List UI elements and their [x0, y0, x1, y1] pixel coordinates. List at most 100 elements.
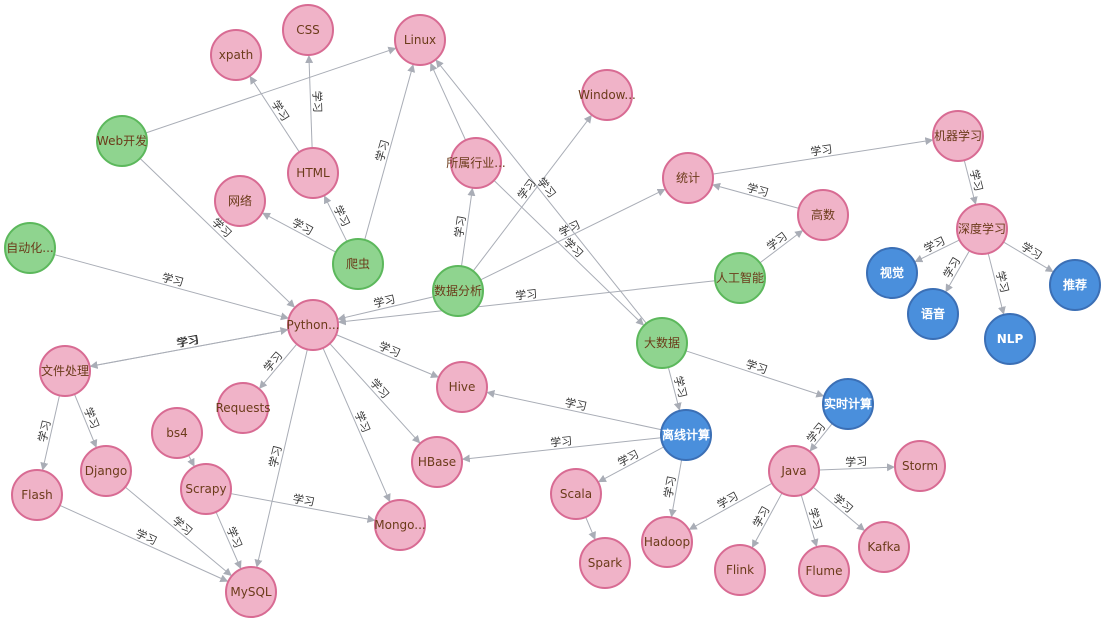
- node-css[interactable]: CSS: [282, 4, 334, 56]
- node-circle[interactable]: [282, 4, 334, 56]
- node-rec[interactable]: 推荐: [1049, 259, 1101, 311]
- edge-label: 学习: [514, 176, 538, 202]
- node-label: 爬虫: [346, 257, 370, 271]
- node-circle[interactable]: [768, 445, 820, 497]
- node-flume[interactable]: Flume: [798, 545, 850, 597]
- node-auto[interactable]: 自动化...: [4, 222, 56, 274]
- node-windows[interactable]: Window...: [578, 69, 636, 121]
- node-circle[interactable]: [932, 110, 984, 162]
- node-circle[interactable]: [210, 29, 262, 81]
- node-label: 深度学习: [958, 221, 1006, 236]
- node-industry[interactable]: 所属行业...: [446, 137, 506, 189]
- node-speech[interactable]: 语音: [907, 288, 959, 340]
- node-circle[interactable]: [550, 468, 602, 520]
- node-circle[interactable]: [894, 440, 946, 492]
- node-circle[interactable]: [217, 382, 269, 434]
- node-mysql[interactable]: MySQL: [225, 566, 277, 618]
- node-circle[interactable]: [411, 436, 463, 488]
- node-circle[interactable]: [432, 265, 484, 317]
- node-circle[interactable]: [984, 313, 1036, 365]
- node-da[interactable]: 数据分析: [432, 265, 484, 317]
- node-label: xpath: [219, 48, 253, 62]
- node-circle[interactable]: [96, 115, 148, 167]
- node-label: 离线计算: [662, 427, 710, 442]
- node-hbase[interactable]: HBase: [411, 436, 463, 488]
- node-circle[interactable]: [579, 537, 631, 589]
- edge-web-linux: [145, 46, 397, 134]
- node-circle[interactable]: [287, 147, 339, 199]
- node-bigdata[interactable]: 大数据: [636, 317, 688, 369]
- node-python[interactable]: Python...: [286, 299, 340, 351]
- node-circle[interactable]: [80, 445, 132, 497]
- node-offline[interactable]: 离线计算: [660, 409, 712, 461]
- node-circle[interactable]: [866, 247, 918, 299]
- node-html[interactable]: HTML: [287, 147, 339, 199]
- node-circle[interactable]: [1049, 259, 1101, 311]
- node-ml[interactable]: 机器学习: [932, 110, 984, 162]
- node-scrapy[interactable]: Scrapy: [180, 463, 232, 515]
- node-circle[interactable]: [11, 469, 63, 521]
- node-circle[interactable]: [151, 407, 203, 459]
- node-circle[interactable]: [39, 345, 91, 397]
- node-mongo[interactable]: Mongo...: [374, 499, 426, 551]
- node-fileproc[interactable]: 文件处理: [39, 345, 91, 397]
- node-circle[interactable]: [287, 299, 339, 351]
- node-circle[interactable]: [662, 152, 714, 204]
- node-java[interactable]: Java: [768, 445, 820, 497]
- node-circle[interactable]: [214, 175, 266, 227]
- node-flink[interactable]: Flink: [714, 544, 766, 596]
- node-circle[interactable]: [636, 317, 688, 369]
- node-label: Django: [85, 464, 128, 478]
- node-django[interactable]: Django: [80, 445, 132, 497]
- node-circle[interactable]: [797, 189, 849, 241]
- node-flash[interactable]: Flash: [11, 469, 63, 521]
- node-circle[interactable]: [858, 521, 910, 573]
- node-circle[interactable]: [714, 544, 766, 596]
- node-circle[interactable]: [822, 378, 874, 430]
- edge-html-css: [305, 54, 314, 149]
- node-requests[interactable]: Requests: [216, 382, 271, 434]
- node-hive[interactable]: Hive: [436, 361, 488, 413]
- node-label: NLP: [997, 332, 1024, 346]
- node-circle[interactable]: [956, 203, 1008, 255]
- node-hadoop[interactable]: Hadoop: [641, 516, 693, 568]
- node-nlp[interactable]: NLP: [984, 313, 1036, 365]
- node-circle[interactable]: [436, 361, 488, 413]
- node-circle[interactable]: [180, 463, 232, 515]
- edge-label: 学习: [830, 491, 856, 516]
- node-circle[interactable]: [450, 137, 502, 189]
- node-dl[interactable]: 深度学习: [956, 203, 1008, 255]
- node-circle[interactable]: [660, 409, 712, 461]
- node-vision[interactable]: 视觉: [866, 247, 918, 299]
- node-realtime[interactable]: 实时计算: [822, 378, 874, 430]
- node-stats[interactable]: 统计: [662, 152, 714, 204]
- node-spark[interactable]: Spark: [579, 537, 631, 589]
- node-circle[interactable]: [907, 288, 959, 340]
- node-label: Scala: [560, 487, 592, 501]
- node-circle[interactable]: [225, 566, 277, 618]
- node-xpath[interactable]: xpath: [210, 29, 262, 81]
- edge-crawler-network: [262, 212, 337, 253]
- node-circle[interactable]: [332, 238, 384, 290]
- node-circle[interactable]: [641, 516, 693, 568]
- edge-dl-speech: [945, 250, 970, 293]
- node-ai[interactable]: 人工智能: [714, 252, 766, 304]
- node-math[interactable]: 高数: [797, 189, 849, 241]
- edge-offline-scala: [598, 446, 665, 483]
- node-network[interactable]: 网络: [214, 175, 266, 227]
- node-web[interactable]: Web开发: [96, 115, 148, 167]
- node-storm[interactable]: Storm: [894, 440, 946, 492]
- node-circle[interactable]: [4, 222, 56, 274]
- node-circle[interactable]: [581, 69, 633, 121]
- node-circle[interactable]: [374, 499, 426, 551]
- node-bs4[interactable]: bs4: [151, 407, 203, 459]
- node-circle[interactable]: [394, 14, 446, 66]
- node-scala[interactable]: Scala: [550, 468, 602, 520]
- node-crawler[interactable]: 爬虫: [332, 238, 384, 290]
- node-kafka[interactable]: Kafka: [858, 521, 910, 573]
- node-circle[interactable]: [714, 252, 766, 304]
- node-linux[interactable]: Linux: [394, 14, 446, 66]
- node-circle[interactable]: [798, 545, 850, 597]
